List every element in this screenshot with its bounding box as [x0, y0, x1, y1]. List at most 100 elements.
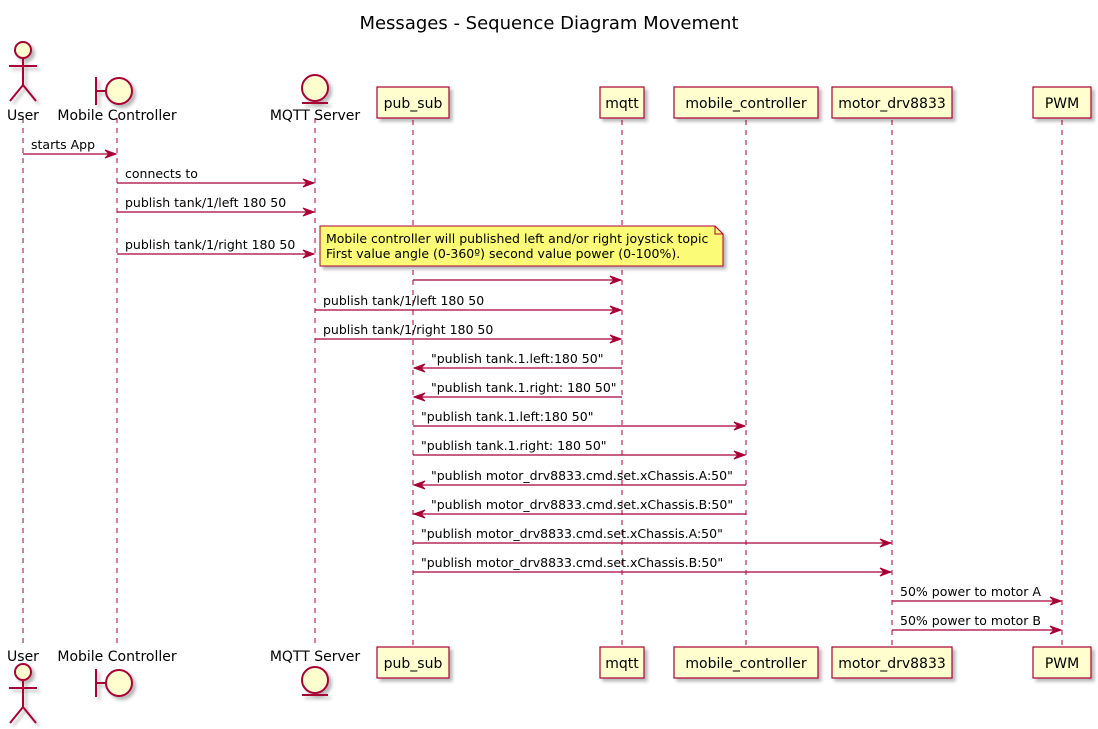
message-pub_sub-to-motor_drv8833: "publish motor_drv8833.cmd.set.xChassis.…: [413, 526, 893, 548]
message-label: "publish motor_drv8833.cmd.set.xChassis.…: [431, 497, 733, 512]
message-label: "publish tank.1.left:180 50": [431, 351, 603, 366]
participant-mobile_controller-bottom: mobile_controller: [673, 646, 819, 679]
participant-pub_sub-bottom: pub_sub: [376, 646, 450, 679]
arrowhead: [302, 249, 316, 259]
participant-label: mqtt: [605, 656, 639, 672]
lifelines: [22, 118, 1063, 646]
participant-pwm-bottom: PWM: [1032, 646, 1092, 679]
arrowhead: [609, 334, 623, 344]
participant-label: mqtt: [605, 96, 639, 112]
message-mqtt_server-to-mqtt: publish tank/1/right 180 50: [315, 322, 623, 344]
message-label: publish tank/1/right 180 50: [125, 237, 295, 252]
arrowhead: [1049, 596, 1063, 606]
participant-label: pub_sub: [384, 656, 443, 672]
participant-heads-top: User Mobile Controller MQTT Server pub_sub m…: [7, 41, 1092, 124]
participant-mqtt-top: mqtt: [599, 86, 645, 119]
arrowhead: [104, 149, 118, 159]
message-label: publish tank/1/right 180 50: [323, 322, 493, 337]
actor-icon: [9, 663, 37, 724]
arrowhead: [609, 305, 623, 315]
message-label: starts App: [31, 137, 95, 152]
message-mobile-to-mqtt_server: publish tank/1/left 180 50: [117, 195, 316, 217]
participant-label: pub_sub: [384, 96, 443, 112]
note-line: First value angle (0-360º) second value …: [326, 246, 680, 261]
message-mqtt-to-pub_sub: "publish tank.1.left:180 50": [412, 351, 622, 373]
message-label: 50% power to motor B: [900, 613, 1041, 628]
message-label: publish tank/1/left 180 50: [125, 195, 286, 210]
message-label: "publish tank.1.right: 180 50": [421, 438, 607, 453]
participant-box: [673, 86, 819, 119]
participant-label: mobile_controller: [685, 96, 807, 112]
arrowhead: [302, 207, 316, 217]
diagram-title: Messages - Sequence Diagram Movement: [359, 13, 738, 34]
participant-mobile-top: Mobile Controller: [57, 77, 177, 124]
participant-box: [673, 646, 819, 679]
participant-pub_sub-top: pub_sub: [376, 86, 450, 119]
participant-pwm-top: PWM: [1032, 86, 1092, 119]
participant-box: [599, 646, 645, 679]
participant-label: motor_drv8833: [838, 656, 946, 672]
message-label: "publish motor_drv8833.cmd.set.xChassis.…: [421, 526, 723, 541]
participant-box: [376, 86, 450, 119]
message-mobile-to-mqtt_server: connects to: [117, 166, 316, 188]
participant-box: [831, 86, 953, 119]
messages: starts App connects to publish tank/1/left…: [23, 137, 1063, 635]
boundary-icon: [95, 77, 133, 105]
participant-motor_drv8833-top: motor_drv8833: [831, 86, 953, 119]
message-mqtt-to-pub_sub: "publish tank.1.right: 180 50": [412, 380, 622, 402]
participant-label: Mobile Controller: [57, 108, 176, 124]
participant-label: MQTT Server: [270, 649, 361, 665]
participant-label: User: [7, 649, 39, 665]
participant-label: User: [7, 108, 39, 124]
participant-mqtt-bottom: mqtt: [599, 646, 645, 679]
participant-box: [1032, 86, 1092, 119]
note-line: Mobile controller will published left an…: [326, 231, 708, 246]
message-mobile-to-mqtt_server: publish tank/1/right 180 50: [117, 237, 316, 259]
participant-label: MQTT Server: [270, 108, 361, 124]
participant-mobile-bottom: Mobile Controller: [57, 649, 177, 697]
arrowhead: [733, 450, 747, 460]
note: Mobile controller will published left an…: [319, 225, 724, 267]
arrowhead: [1049, 625, 1063, 635]
message-pub_sub-to-mobile_controller: "publish tank.1.left:180 50": [413, 409, 747, 431]
arrowhead: [302, 178, 316, 188]
entity-icon: [301, 666, 329, 696]
arrowhead: [733, 421, 747, 431]
participant-user-top: User: [7, 41, 39, 124]
note-fold: [714, 226, 723, 235]
participant-label: motor_drv8833: [838, 96, 946, 112]
participant-box: [831, 646, 953, 679]
participant-motor_drv8833-bottom: motor_drv8833: [831, 646, 953, 679]
boundary-icon: [95, 669, 133, 697]
participant-mqtt_server-top: MQTT Server: [270, 74, 361, 124]
participant-box: [599, 86, 645, 119]
arrowhead: [412, 480, 426, 490]
participant-label: PWM: [1045, 656, 1079, 672]
participant-label: PWM: [1045, 96, 1079, 112]
participant-user-bottom: User: [7, 649, 39, 724]
message-motor_drv8833-to-pwm: 50% power to motor B: [892, 613, 1063, 635]
message-pub_sub-to-mobile_controller: "publish tank.1.right: 180 50": [413, 438, 747, 460]
message-pub_sub-to-motor_drv8833: "publish motor_drv8833.cmd.set.xChassis.…: [413, 555, 893, 577]
participant-label: mobile_controller: [685, 656, 807, 672]
participant-mobile_controller-top: mobile_controller: [673, 86, 819, 119]
message-motor_drv8833-to-pwm: 50% power to motor A: [892, 584, 1063, 606]
message-label: publish tank/1/left 180 50: [323, 293, 484, 308]
message-user-to-mobile: starts App: [23, 137, 118, 159]
message-label: "publish motor_drv8833.cmd.set.xChassis.…: [421, 555, 723, 570]
entity-icon: [301, 74, 329, 104]
participant-heads-bottom: User Mobile Controller MQTT Server pub_sub m…: [7, 646, 1092, 724]
message-mobile_controller-to-pub_sub: "publish motor_drv8833.cmd.set.xChassis.…: [412, 497, 746, 519]
message-label: "publish tank.1.left:180 50": [421, 409, 593, 424]
message-mqtt_server-to-mqtt: publish tank/1/left 180 50: [315, 293, 623, 315]
actor-icon: [9, 41, 37, 102]
note-box: [319, 225, 724, 267]
message-label: 50% power to motor A: [900, 584, 1041, 599]
participant-mqtt_server-bottom: MQTT Server: [270, 649, 361, 696]
message-label: connects to: [125, 166, 198, 181]
message-mobile_controller-to-pub_sub: "publish motor_drv8833.cmd.set.xChassis.…: [412, 468, 746, 490]
message-label: "publish tank.1.right: 180 50": [431, 380, 617, 395]
arrowhead: [412, 363, 426, 373]
arrowhead: [609, 275, 623, 285]
